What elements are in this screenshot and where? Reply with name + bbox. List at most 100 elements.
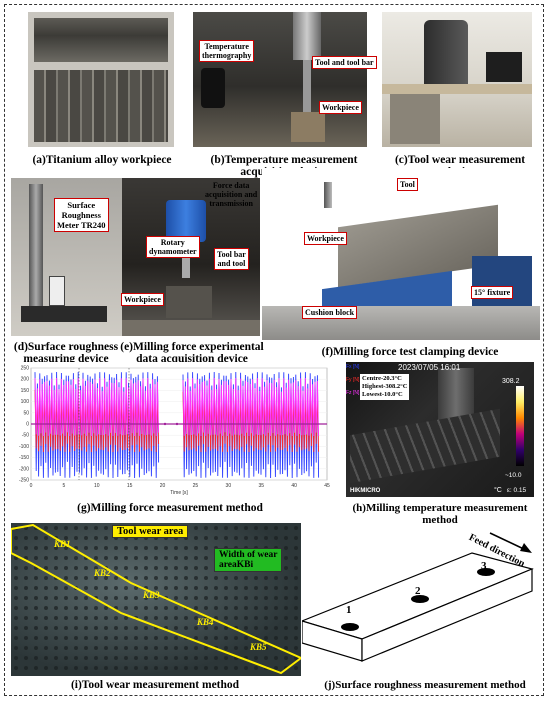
y-tick-label: 250 (21, 366, 30, 372)
x-tick-label: 30 (226, 483, 232, 489)
stand-column (29, 184, 43, 308)
roughness-point-2-label: 2 (415, 585, 421, 597)
thermal-max-value: 308.2 (502, 378, 520, 385)
y-tick-label: -250 (19, 478, 29, 484)
x-tick-label: 40 (291, 483, 297, 489)
tool-wear-device-photo (382, 12, 532, 147)
fx-signal-band (34, 377, 160, 437)
callout-fixture: 15° fixture (471, 286, 514, 299)
thermal-emissivity: ε: 0.15 (507, 487, 527, 494)
x-tick-label: 25 (193, 483, 199, 489)
microscope (424, 20, 468, 84)
thermal-min-value: ~10.0 (505, 472, 522, 479)
figure-frame (4, 4, 544, 696)
vise (166, 286, 212, 318)
y-tick-label: -200 (19, 466, 29, 472)
block-side (361, 568, 533, 662)
dynamometer (166, 200, 206, 242)
wear-label-kb3: KB3 (143, 590, 160, 600)
callout-workpiece-b: Workpiece (319, 101, 362, 114)
thermal-brand: HIKMICRO (350, 488, 381, 494)
workpiece-bar-top (34, 18, 168, 62)
thermal-legend-fx: Fx [N] (346, 364, 360, 370)
y-tick-label: -150 (19, 455, 29, 461)
workpiece-slabs (34, 70, 168, 142)
titanium-workpiece-photo (28, 12, 174, 147)
caption-a: (a)Titanium alloy workpiece (32, 154, 172, 166)
x-tick-label: 20 (160, 483, 166, 489)
thermography-camera (201, 68, 225, 108)
x-axis-label: Time [s] (170, 490, 188, 496)
wear-label-kb5: KB5 (250, 642, 267, 652)
caption-f: (f)Milling force test clamping device (321, 346, 499, 358)
y-tick-label: 200 (21, 377, 30, 383)
fx-signal-band (182, 377, 320, 437)
callout-tool-wear-area: Tool wear area (112, 525, 189, 538)
callout-tool-bar: Tool and tool bar (312, 56, 377, 69)
clamping-device-photo (262, 168, 540, 340)
x-tick-label: 10 (94, 483, 100, 489)
measure-point-1 (341, 623, 359, 631)
roughness-method-panel (302, 523, 540, 678)
x-tick-label: 35 (258, 483, 264, 489)
thermal-legend-fy: Fy [N] (346, 377, 360, 383)
tool-bar (303, 60, 311, 112)
y-tick-label: -50 (22, 433, 29, 439)
tool-wear-band (11, 523, 301, 675)
x-tick-label: 15 (127, 483, 133, 489)
thermal-workpiece (350, 408, 500, 484)
desk (382, 84, 532, 94)
measure-point-2 (411, 595, 429, 603)
spindle (293, 12, 321, 60)
thermal-scale-bar (516, 386, 524, 466)
x-tick-label: 0 (30, 483, 33, 489)
wear-label-kb1: KB1 (54, 539, 71, 549)
monitor (486, 52, 522, 82)
wear-label-kb4: KB4 (197, 617, 214, 627)
roughness-point-1-label: 1 (346, 604, 352, 616)
roughness-point-3-label: 3 (481, 560, 487, 572)
y-tick-label: 150 (21, 388, 30, 394)
caption-j: (j)Surface roughness measurement method (324, 679, 526, 691)
y-tick-label: 50 (23, 410, 29, 416)
feed-arrow-head (520, 543, 532, 553)
roughness-method-diagram (302, 532, 534, 662)
callout-workpiece-f: Workpiece (304, 232, 347, 245)
caption-g: (g)Milling force measurement method (77, 502, 263, 514)
tool-wear-image (11, 523, 301, 676)
measure-point-3 (477, 568, 495, 576)
stand-base (21, 306, 107, 322)
x-tick-label: 5 (62, 483, 65, 489)
roughness-meter (49, 276, 65, 306)
callout-cushion-block: Cushion block (302, 306, 358, 319)
workpiece-block (291, 112, 325, 142)
caption-i: (i)Tool wear measurement method (70, 679, 240, 691)
thermal-legend-fz: Fz [N] (346, 390, 360, 396)
temperature-device-photo (193, 12, 367, 147)
callout-workpiece-e: Workpiece (121, 293, 164, 306)
wear-label-kb2: KB2 (94, 568, 111, 578)
caption-h: (h)Milling temperature measurement metho… (352, 502, 528, 526)
x-tick-label: 45 (324, 483, 330, 489)
thermal-unit: °C (494, 487, 502, 494)
tool-f (324, 182, 332, 208)
y-tick-label: 0 (26, 422, 29, 428)
machine-table (122, 320, 260, 336)
callout-tool-f: Tool (397, 178, 418, 191)
transition-marker (163, 422, 167, 426)
y-tick-label: 100 (21, 399, 30, 405)
desk-drawer (390, 94, 440, 144)
transition-marker (175, 422, 179, 426)
tool-bar-e (182, 242, 190, 278)
thermal-datetime: 2023/07/05 16:01 (398, 363, 461, 372)
y-tick-label: -100 (19, 444, 29, 450)
